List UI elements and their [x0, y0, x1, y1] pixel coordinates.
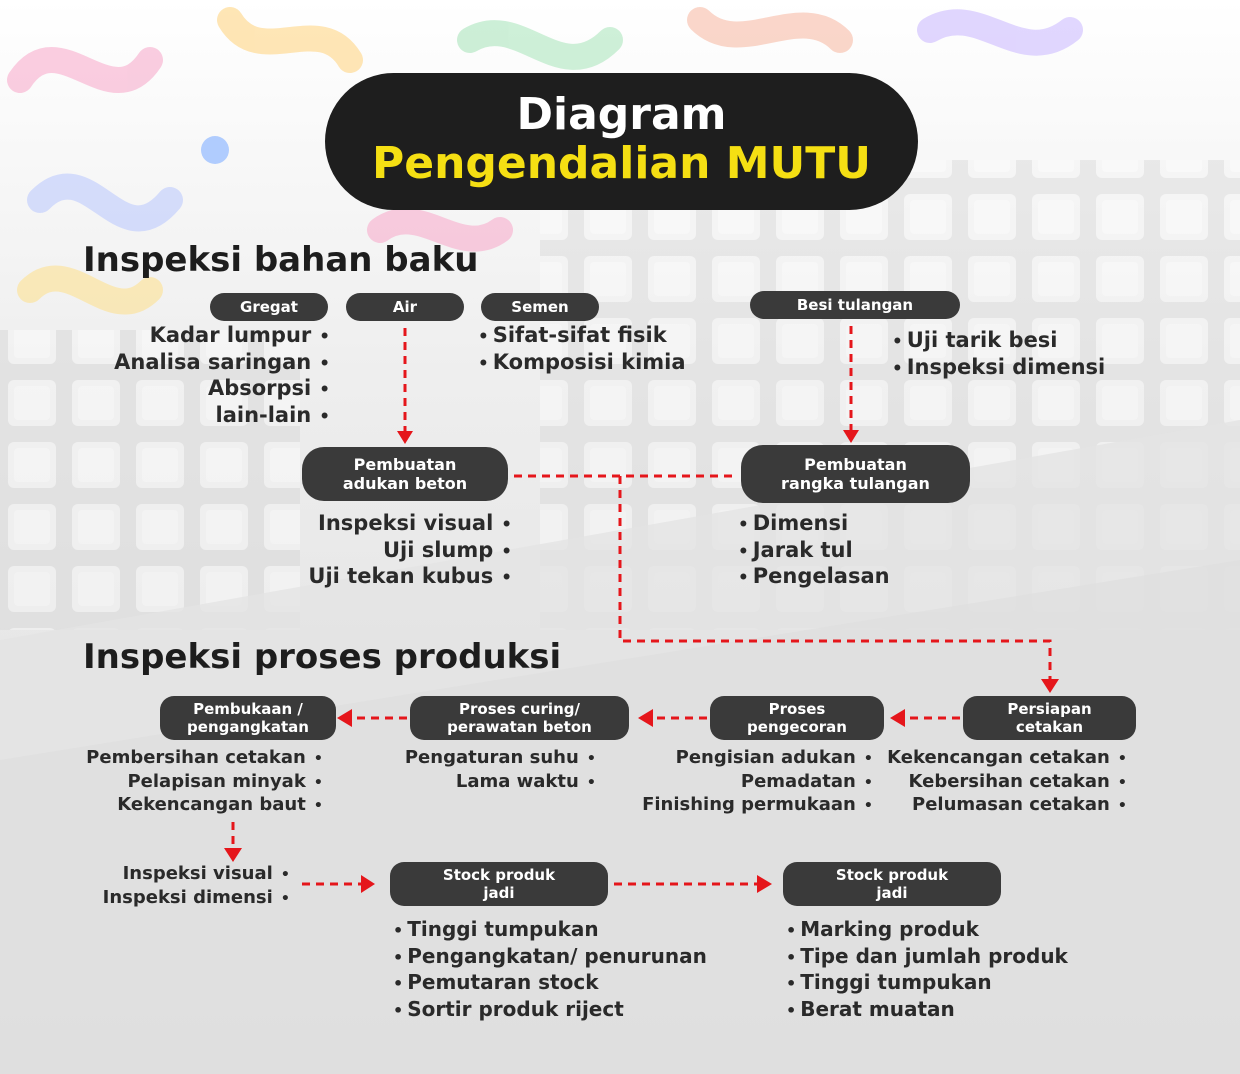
node-line-2: adukan beton	[342, 474, 468, 493]
title-line-2: Pengendalian MUTU	[371, 138, 872, 189]
node-line-2: cetakan	[1015, 718, 1084, 736]
list-gregat: Kadar lumpur Analisa saringan Absorpsi l…	[114, 323, 330, 429]
list-item: Kadar lumpur	[114, 323, 330, 350]
list-stock-2: Marking produk Tipe dan jumlah produk Ti…	[786, 917, 1068, 1023]
list-item: Kekencangan cetakan	[887, 747, 1127, 771]
list-item: Pengisian adukan	[642, 747, 873, 771]
list-semen: Sifat-sifat fisik Komposisi kimia	[478, 323, 686, 376]
pill-gregat: Gregat	[210, 293, 328, 321]
list-item: Pengangkatan/ penurunan	[393, 944, 707, 971]
list-item: Tinggi tumpukan	[786, 970, 1068, 997]
list-item: Uji slump	[308, 538, 512, 565]
node-line-1: Proses curing/	[459, 700, 580, 718]
list-item: Berat muatan	[786, 997, 1068, 1024]
list-item: Tipe dan jumlah produk	[786, 944, 1068, 971]
list-item: Inspeksi dimensi	[892, 355, 1106, 382]
list-pembukaan: Pembersihan cetakan Pelapisan minyak Kek…	[86, 747, 323, 818]
pill-air-label: Air	[392, 298, 418, 316]
list-item: Uji tarik besi	[892, 328, 1105, 355]
list-item: Tinggi tumpukan	[393, 917, 707, 944]
list-item: lain-lain	[114, 403, 330, 430]
list-item: Dimensi	[738, 511, 890, 538]
list-item: Kekencangan baut	[86, 794, 323, 818]
pill-semen-label: Semen	[511, 298, 569, 316]
list-item: Uji tekan kubus	[308, 564, 512, 591]
node-line-1: Proses	[768, 700, 826, 718]
list-item: Sifat-sifat fisik	[478, 323, 686, 350]
node-proses-curing: Proses curing/perawatan beton	[410, 696, 629, 740]
node-line-2: pengecoran	[747, 718, 847, 736]
section-raw-materials: Inspeksi bahan baku	[83, 240, 479, 280]
node-line-2: rangka tulangan	[781, 474, 930, 493]
pill-besi-tulangan: Besi tulangan	[750, 291, 960, 319]
list-item: Inspeksi dimensi	[103, 887, 290, 911]
list-curing: Pengaturan suhu Lama waktu	[405, 747, 596, 794]
list-item: Inspeksi visual	[308, 511, 512, 538]
node-line-1: Pembukaan /	[193, 700, 303, 718]
list-item: Inspeksi visual	[103, 863, 290, 887]
list-mix: Inspeksi visual Uji slump Uji tekan kubu…	[308, 511, 512, 591]
pill-besi-label: Besi tulangan	[796, 296, 914, 314]
list-persiapan: Kekencangan cetakan Kebersihan cetakan P…	[887, 747, 1127, 818]
node-line-2: jadi	[876, 884, 908, 902]
title-banner: Diagram Pengendalian MUTU	[325, 73, 918, 210]
node-line-2: pengangkatan	[187, 718, 309, 736]
list-item: Pelumasan cetakan	[887, 794, 1127, 818]
decorative-squiggles	[7, 7, 1083, 315]
node-line-1: Stock produk	[442, 866, 556, 884]
list-stock-1: Tinggi tumpukan Pengangkatan/ penurunan …	[393, 917, 707, 1023]
list-besi: Uji tarik besi Inspeksi dimensi	[892, 328, 1106, 382]
node-pembukaan: Pembukaan /pengangkatan	[160, 696, 336, 740]
list-item: Finishing permukaan	[642, 794, 873, 818]
node-line-1: Pembuatan	[353, 455, 457, 474]
list-item: Pemadatan	[642, 771, 873, 795]
list-inspection-after: Inspeksi visual Inspeksi dimensi	[103, 863, 290, 910]
title-line-1: Diagram	[516, 89, 727, 140]
list-item: Pengaturan suhu	[405, 747, 596, 771]
list-item: Pengelasan	[738, 564, 890, 591]
list-item: Komposisi kimia	[478, 350, 686, 377]
node-line-2: jadi	[483, 884, 515, 902]
list-item: Jarak tul	[738, 538, 890, 565]
pill-air: Air	[346, 293, 464, 321]
node-line-1: Persiapan	[1007, 700, 1092, 718]
section-production: Inspeksi proses produksi	[83, 637, 562, 677]
node-line-1: Pembuatan	[804, 455, 907, 474]
pill-semen: Semen	[481, 293, 599, 321]
node-line-1: Stock produk	[835, 866, 949, 884]
list-item: Pelapisan minyak	[86, 771, 323, 795]
list-item: Analisa saringan	[114, 350, 330, 377]
list-frame: Dimensi Jarak tul Pengelasan	[738, 511, 890, 591]
list-item: Pembersihan cetakan	[86, 747, 323, 771]
pill-gregat-label: Gregat	[240, 298, 298, 316]
list-item: Pemutaran stock	[393, 970, 707, 997]
list-item: Absorpsi	[114, 376, 330, 403]
list-item: Marking produk	[786, 917, 1068, 944]
list-item: Kebersihan cetakan	[887, 771, 1127, 795]
list-pengecoran: Pengisian adukan Pemadatan Finishing per…	[642, 747, 873, 818]
list-item: Sortir produk riject	[393, 997, 707, 1024]
list-item: Lama waktu	[405, 771, 596, 795]
node-line-2: perawatan beton	[447, 718, 592, 736]
